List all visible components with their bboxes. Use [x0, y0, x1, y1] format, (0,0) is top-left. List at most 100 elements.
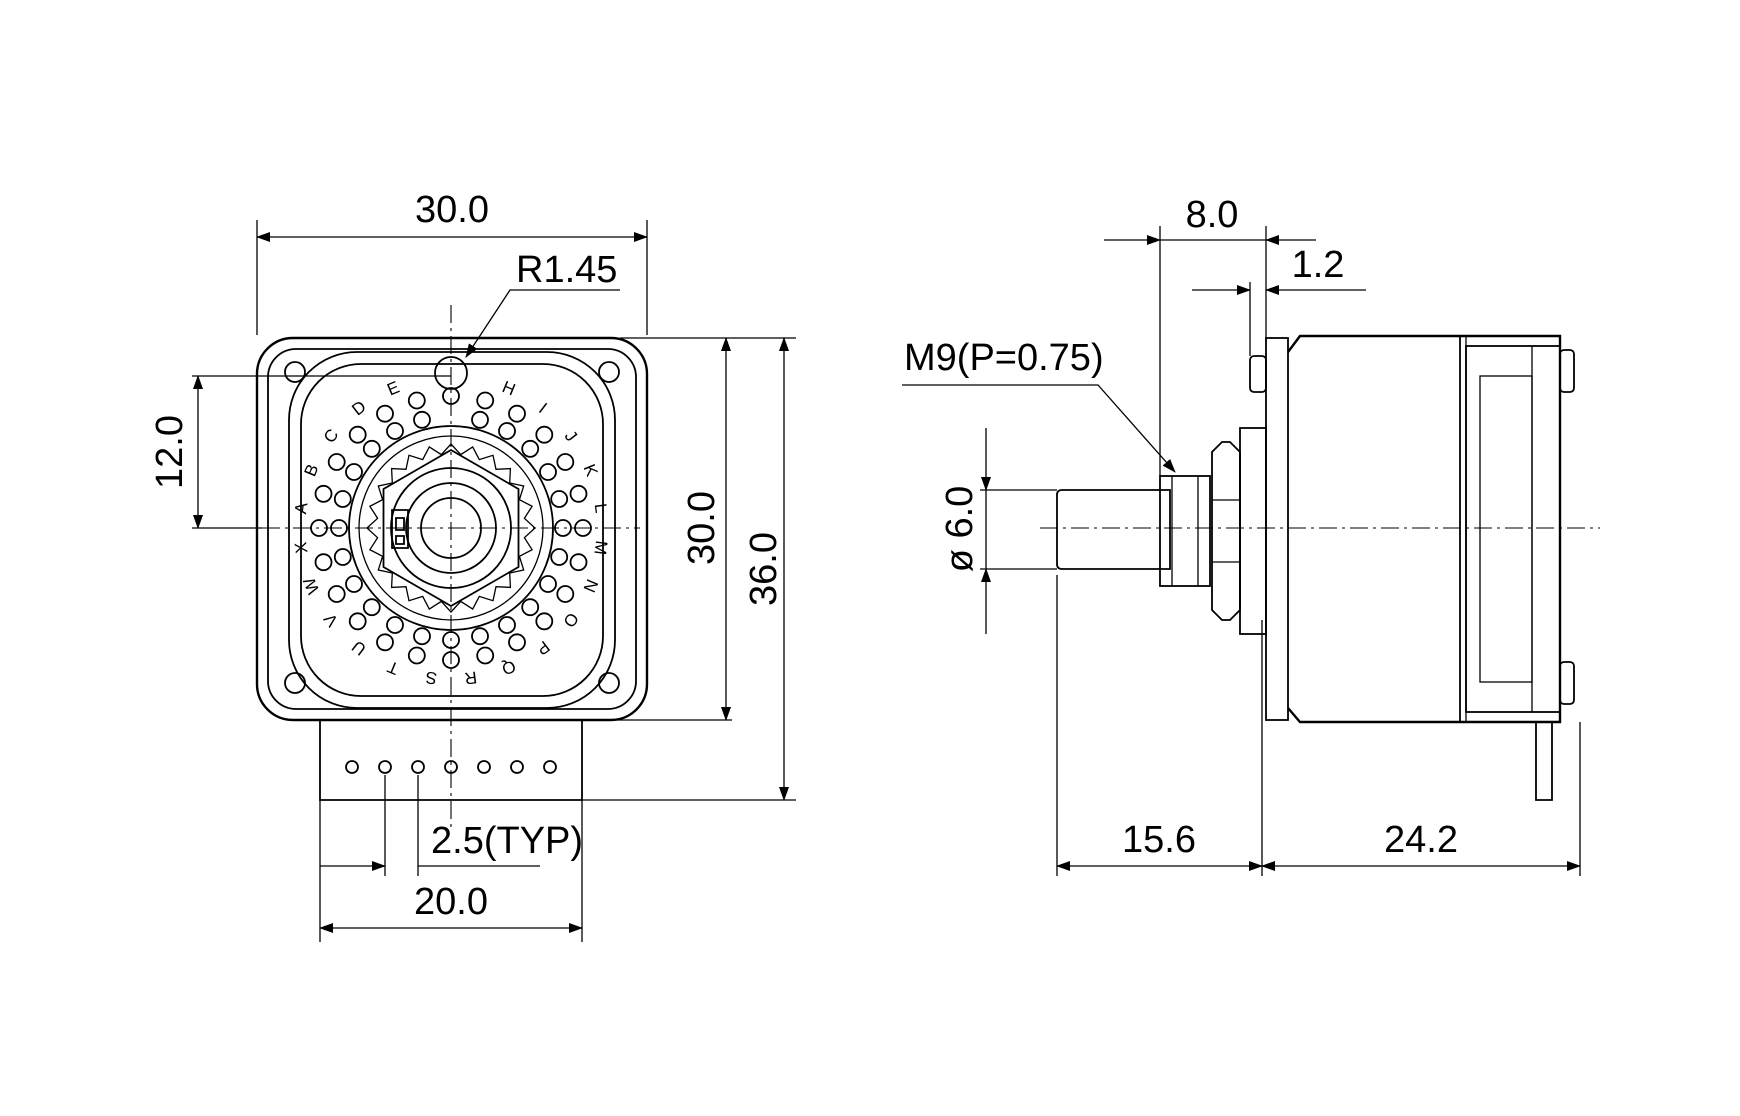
position-label: B: [301, 461, 323, 479]
dim-width-top: 30.0: [415, 189, 489, 231]
contact-circle: [498, 616, 516, 634]
position-label: E: [384, 378, 402, 400]
radius-leader: [465, 289, 620, 358]
locating-hole: [434, 356, 468, 390]
contact-circle: [407, 646, 426, 665]
contact-circle: [386, 422, 404, 440]
dim-offset-left: 12.0: [149, 415, 191, 489]
position-label: M: [590, 539, 611, 556]
contact-circle: [521, 439, 540, 458]
position-label: I: [535, 399, 550, 417]
position-label: U: [348, 637, 369, 660]
position-label: D: [348, 397, 369, 420]
side-body: [1287, 334, 1562, 724]
contact-circle: [550, 490, 569, 508]
contact-circle: [476, 391, 495, 410]
dim-nut-thickness: 1.2: [1292, 244, 1345, 286]
dim-radius: R1.45: [516, 249, 617, 291]
contact-circle: [362, 598, 381, 617]
position-label: P: [533, 637, 554, 659]
contact-circle: [376, 633, 394, 652]
dim-shaft-diameter: ø 6.0: [939, 486, 981, 573]
contact-circle: [345, 575, 363, 593]
position-label: V: [320, 609, 342, 630]
position-label: H: [499, 377, 518, 399]
position-label: L: [591, 502, 611, 514]
contact-circle: [521, 598, 540, 617]
front-flange-inner: [267, 348, 637, 710]
contact-circle: [413, 627, 431, 646]
contact-circle: [362, 439, 381, 458]
front-flange-outer: [255, 336, 649, 722]
dim-shaft-length: 15.6: [1122, 819, 1196, 861]
contact-circle: [413, 410, 431, 429]
front-hex-nut: [382, 448, 520, 608]
terminal-block: [319, 720, 583, 801]
contact-circle: [569, 553, 588, 572]
terminal-pin: [510, 760, 524, 774]
dim-thread: M9(P=0.75): [904, 337, 1104, 379]
contact-circle: [550, 548, 569, 566]
position-label: N: [579, 576, 601, 595]
side-view: [1040, 334, 1600, 801]
side-rear-stud-bottom: [1559, 661, 1575, 705]
terminal-pin: [378, 760, 392, 774]
dim-terminal-width: 20.0: [414, 881, 488, 923]
contact-circle: [535, 612, 554, 631]
contact-circle: [508, 633, 526, 652]
contact-circle: [333, 548, 352, 566]
dim-body-length: 24.2: [1384, 819, 1458, 861]
shaft-key-clip: [391, 509, 409, 549]
contact-circle: [556, 453, 575, 471]
terminal-pin: [477, 760, 491, 774]
contact-circle: [471, 627, 489, 646]
position-label: A: [291, 501, 311, 515]
terminal-pin: [543, 760, 557, 774]
dim-total-height: 36.0: [743, 532, 785, 606]
side-flange: [1265, 337, 1289, 721]
side-bushing: [1159, 475, 1211, 587]
contact-circle: [508, 404, 526, 423]
contact-circle: [498, 422, 516, 440]
dim-pitch: 2.5(TYP): [431, 820, 583, 862]
contact-circle: [327, 453, 346, 471]
position-label: Q: [499, 656, 518, 679]
position-label: T: [385, 657, 402, 679]
contact-circle: [348, 425, 367, 444]
position-label: O: [559, 609, 582, 631]
front-body-inner: [300, 363, 604, 697]
side-front-pin: [1249, 355, 1267, 393]
position-label: C: [320, 425, 343, 446]
dim-bushing-length: 8.0: [1186, 194, 1239, 236]
thread-leader: [902, 384, 1176, 473]
front-body-outer: [288, 351, 616, 709]
contact-circle: [327, 585, 346, 603]
position-label: X: [291, 541, 311, 555]
side-rear-module: [1465, 345, 1561, 713]
contact-circle: [376, 404, 394, 423]
contact-circle: [539, 575, 557, 593]
side-hex-nut: [1211, 441, 1241, 621]
mount-hole-tl: [284, 361, 306, 383]
terminal-pin: [345, 760, 359, 774]
mount-hole-bl: [284, 672, 306, 694]
contact-circle: [407, 391, 426, 410]
contact-circle: [471, 410, 489, 429]
side-shaft: [1056, 489, 1171, 570]
contact-circle: [348, 612, 367, 631]
position-label: W: [300, 575, 324, 597]
contact-circle: [345, 463, 363, 481]
mount-hole-tr: [598, 361, 620, 383]
contact-circle: [314, 484, 333, 503]
dim-inner-height: 30.0: [681, 491, 723, 565]
side-dimensions: 8.0 1.2 M9(P=0.75) ø 6.0 15.6 24.2: [902, 194, 1581, 876]
side-washer: [1239, 427, 1267, 635]
contact-circle: [539, 463, 557, 481]
contact-circle: [333, 490, 352, 508]
front-dimensions: 30.0 R1.45 12.0 30.0 36.0 2.5(TYP) 20.0: [149, 189, 796, 942]
contact-circle: [476, 646, 495, 665]
position-label: R: [463, 667, 478, 687]
side-terminal-lead: [1535, 722, 1553, 801]
